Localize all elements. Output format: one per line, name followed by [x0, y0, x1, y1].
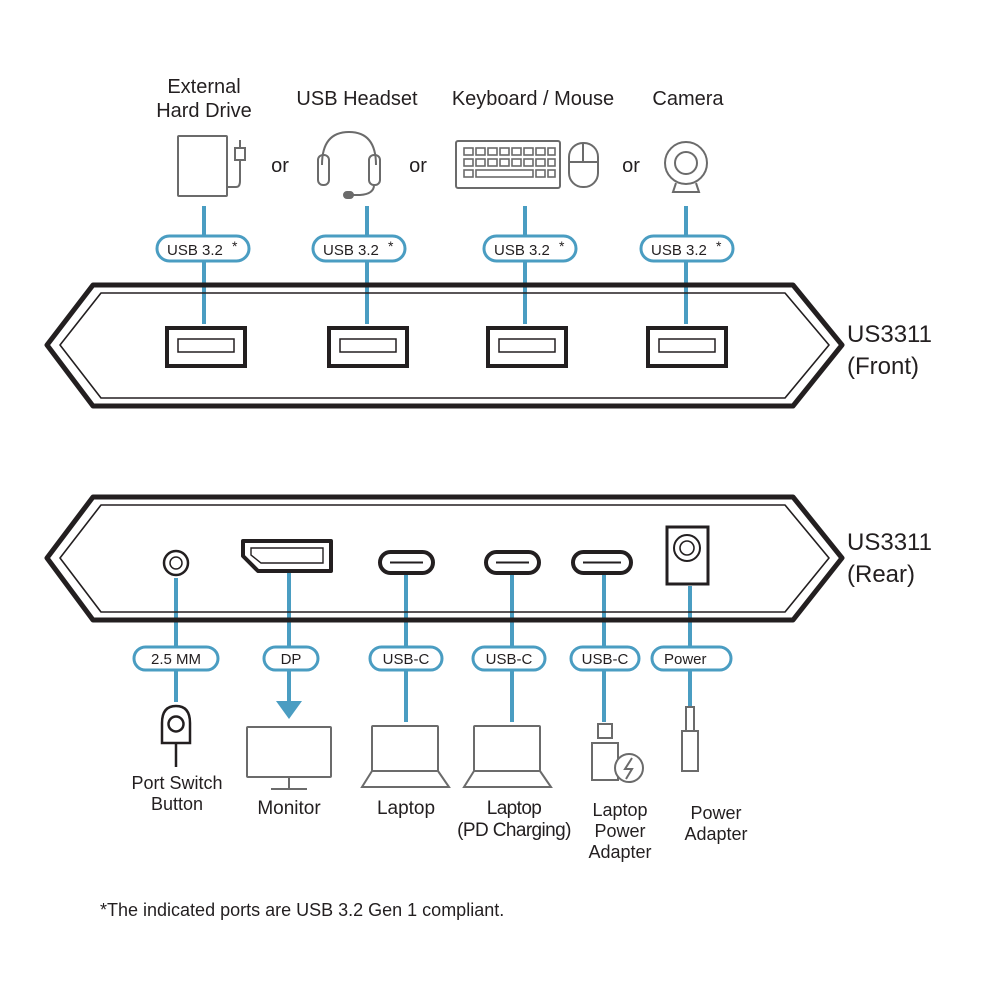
rear-device-label-port-switch: Port Switch Button: [131, 773, 223, 815]
rear-pill-5: USB-C: [569, 645, 641, 672]
power-adapter-icon: [591, 723, 644, 783]
front-device-body: [44, 282, 845, 409]
rear-pill-1-label: 2.5 MM: [151, 651, 201, 668]
rear-pill-6-label: Power: [664, 651, 707, 668]
front-pill-2-label: USB 3.2: [323, 242, 379, 259]
front-pill-3-label: USB 3.2: [494, 242, 550, 259]
separator-or-2: or: [409, 155, 427, 177]
footnote: *The indicated ports are USB 3.2 Gen 1 c…: [100, 900, 505, 920]
device-label-keyboard-mouse: Keyboard / Mouse: [451, 88, 615, 110]
rear-pill-6: Power: [650, 645, 733, 672]
front-pill-3: USB 3.2 *: [482, 234, 578, 263]
usb-c-port-3: [571, 550, 633, 575]
rear-connector-lines: [174, 572, 692, 722]
front-connector-lines: [202, 206, 688, 324]
front-pill-1-label: USB 3.2: [167, 242, 223, 259]
port-switch-button-icon: [160, 704, 192, 767]
rear-port-pills: 2.5 MM DP USB-C USB-C USB-C Power: [132, 645, 733, 672]
monitor-icon: [246, 726, 332, 790]
front-pill-4-marker: *: [716, 238, 722, 254]
usb-a-port-3: [486, 326, 568, 368]
separator-or-3: or: [622, 155, 640, 177]
laptop-icon: [360, 725, 451, 788]
hard-drive-icon: [177, 135, 246, 197]
rear-pill-2-label: DP: [281, 651, 302, 668]
rear-device-label-laptop-pd: Laptop (PD Charging): [457, 798, 571, 842]
rear-pill-3-label: USB-C: [383, 651, 430, 668]
usb-c-port-1: [378, 550, 435, 575]
front-pill-4-label: USB 3.2: [651, 242, 707, 259]
audio-jack-port: [162, 549, 190, 577]
dp-direction-arrow: [276, 701, 302, 719]
rear-pill-3: USB-C: [368, 645, 444, 672]
rear-device-label-monitor: Monitor: [257, 798, 321, 819]
rear-device-label-laptop: Laptop: [376, 798, 436, 819]
device-label-hard-drive: External Hard Drive: [156, 76, 252, 122]
usb-a-port-2: [327, 326, 409, 368]
front-device-label: US3311 (Front): [847, 321, 932, 380]
displayport-port: [241, 539, 333, 573]
front-pill-4: USB 3.2 *: [639, 234, 735, 263]
headset-icon: [317, 130, 381, 199]
rear-ports: [162, 525, 710, 586]
rear-pill-1: 2.5 MM: [132, 645, 220, 672]
rear-pill-4-label: USB-C: [486, 651, 533, 668]
usb-a-port-1: [165, 326, 247, 368]
front-port-pills: USB 3.2 * USB 3.2 * USB 3.2 * USB 3.2 *: [155, 234, 735, 263]
front-pill-3-marker: *: [559, 238, 565, 254]
dc-plug-icon: [681, 706, 699, 772]
rear-pill-2: DP: [262, 645, 320, 672]
rear-device-label-laptop-power-adapter: Laptop Power Adapter: [588, 800, 652, 863]
front-usb-ports: [165, 326, 728, 368]
laptop-pd-icon: [462, 725, 553, 788]
usb-a-port-4: [646, 326, 728, 368]
separator-or-1: or: [271, 155, 289, 177]
front-pill-2-marker: *: [388, 238, 394, 254]
front-pill-2: USB 3.2 *: [311, 234, 407, 263]
device-label-camera: Camera: [652, 88, 724, 110]
usb-c-port-2: [484, 550, 541, 575]
rear-device-label: US3311 (Rear): [847, 529, 932, 588]
keyboard-mouse-icon: [455, 140, 599, 189]
camera-icon: [664, 141, 708, 193]
rear-device-body: [44, 494, 845, 623]
rear-pill-4: USB-C: [471, 645, 547, 672]
front-pill-1: USB 3.2 *: [155, 234, 251, 263]
front-pill-1-marker: *: [232, 238, 238, 254]
dc-power-port: [665, 525, 710, 586]
rear-pill-5-label: USB-C: [582, 651, 629, 668]
device-label-usb-headset: USB Headset: [296, 88, 418, 110]
rear-device-label-power-adapter: Power Adapter: [684, 803, 748, 845]
